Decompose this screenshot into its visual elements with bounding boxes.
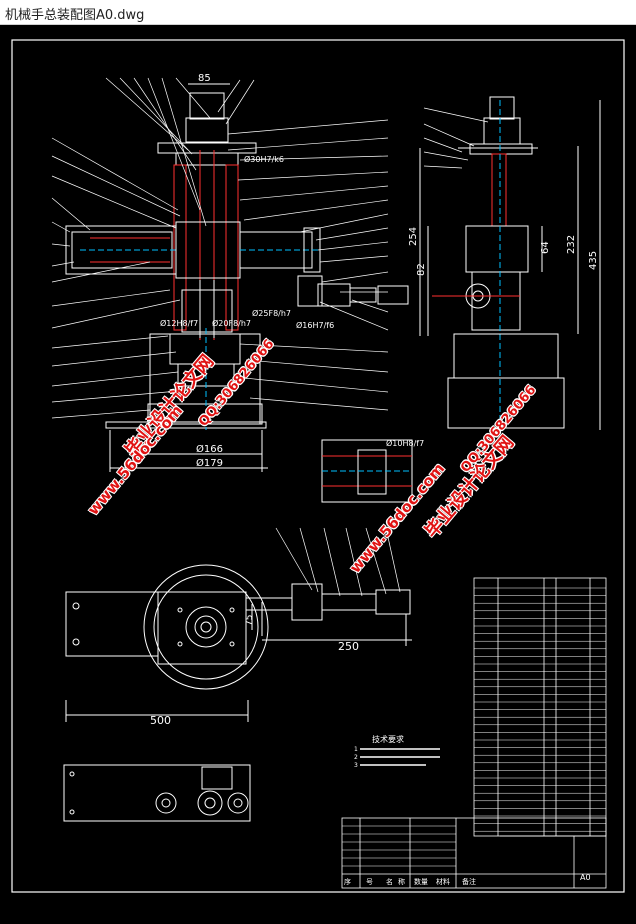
side-view (419, 96, 601, 430)
dim-plan-500: 500 (150, 714, 171, 727)
dim-side-82: 82 (416, 263, 427, 276)
fit-label-6: Ø10H8/f7 (386, 438, 424, 448)
title-block (341, 817, 607, 889)
leader-lines-right (227, 119, 389, 411)
dim-base-d1: Ø166 (196, 443, 223, 455)
title-footer: A0 (580, 873, 591, 882)
leader-lines-top (105, 77, 255, 227)
front-view (65, 83, 409, 472)
drawing-frame (11, 39, 625, 893)
side-base (453, 333, 559, 379)
fit-label-5: Ø16H7/f6 (296, 320, 334, 330)
leader-lines-left (51, 137, 191, 419)
parts-list-rows (342, 587, 606, 867)
title-bar: 机械手总装配图A0.dwg (0, 0, 636, 25)
dim-top-width: 85 (198, 73, 211, 84)
dim-side-64: 64 (540, 241, 551, 254)
tech-note-1: 1 (354, 746, 358, 753)
plan-column-block (157, 591, 247, 665)
plan-leaders (275, 527, 401, 597)
side-leaders (423, 107, 489, 169)
title-header-4: 数量 (414, 877, 428, 886)
parts-list (341, 577, 607, 889)
plan-view (65, 564, 412, 722)
title-header-1: 号 (366, 878, 373, 886)
dim-side-232: 232 (566, 235, 577, 254)
side-motor (489, 96, 515, 120)
side-cylinder (465, 225, 529, 273)
plan-gripper (375, 589, 411, 615)
top-motor (189, 92, 225, 120)
fit-label-4: Ø25F8/h7 (252, 308, 291, 318)
dim-plan-75: 75 (245, 615, 255, 626)
title-header-2: 名 (386, 877, 393, 886)
fit-label-2: Ø12H8/f7 (160, 318, 198, 328)
bottom-view (63, 764, 251, 822)
title-header-0: 序 (344, 877, 351, 886)
tech-note-3: 3 (354, 762, 358, 769)
dim-side-overall: 254 (408, 227, 419, 246)
dim-side-435: 435 (588, 251, 599, 270)
title-header-5: 材料 (436, 877, 450, 886)
title-header-3: 称 (398, 877, 405, 886)
bottom-base-plate (63, 764, 251, 822)
dim-base-d2: Ø179 (196, 457, 223, 469)
tech-notes-heading: 技术要求 (372, 734, 404, 744)
drawing-canvas: 85 Ø166 Ø179 Ø30H7/k6 Ø12H8/f7 Ø20F8/h7 … (11, 39, 625, 893)
window-title: 机械手总装配图A0.dwg (5, 8, 145, 23)
fit-label-3: Ø20F8/h7 (212, 318, 251, 328)
dim-plan-250: 250 (338, 640, 359, 653)
fit-label-1: Ø30H7/k6 (244, 154, 284, 164)
title-header-6: 备注 (462, 877, 476, 886)
cad-drawing-viewport[interactable]: 85 Ø166 Ø179 Ø30H7/k6 Ø12H8/f7 Ø20F8/h7 … (0, 25, 636, 924)
column-left (173, 164, 187, 331)
plan-base-circle (143, 564, 269, 690)
tech-notes (360, 748, 440, 766)
detail-view (321, 439, 413, 503)
tech-note-2: 2 (354, 754, 358, 761)
